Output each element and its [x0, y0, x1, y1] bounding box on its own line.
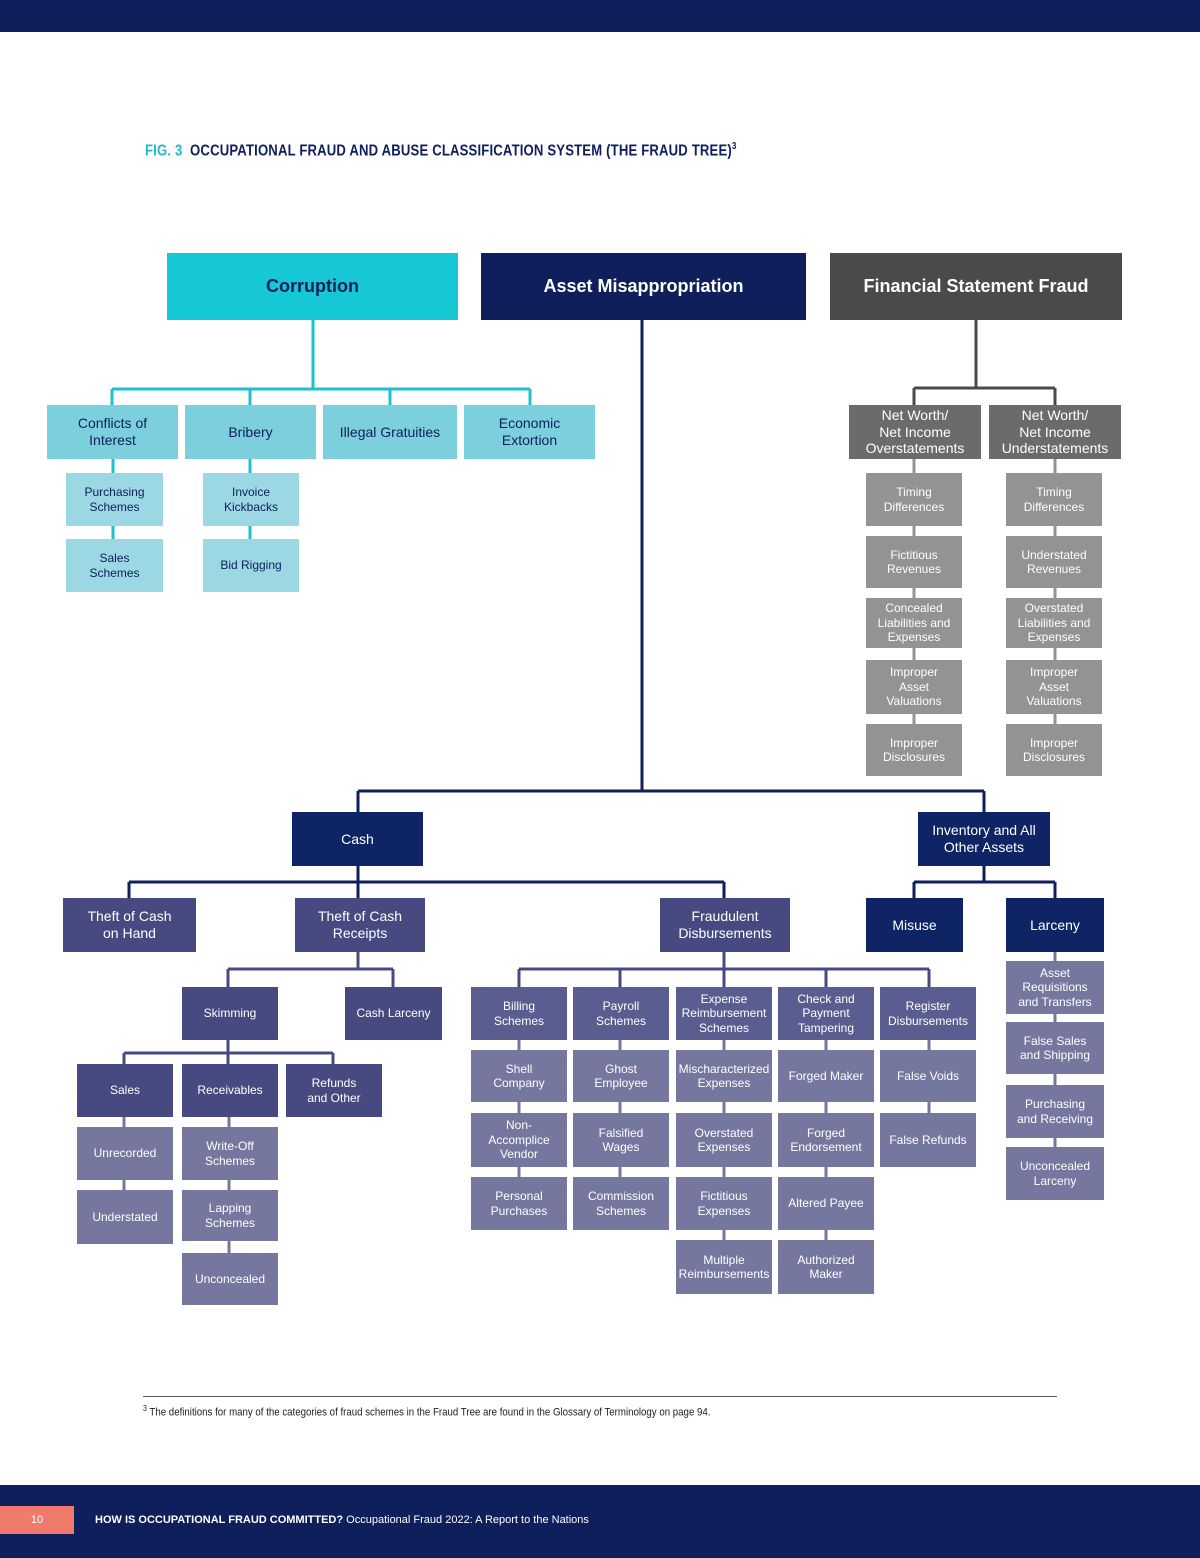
node-receivables: Receivables — [182, 1064, 278, 1117]
node-illegal-gratuities: Illegal Gratuities — [323, 405, 457, 459]
node-under-improper-asset-valuations: Improper Asset Valuations — [1006, 660, 1102, 714]
footnote: 3 The definitions for many of the catego… — [143, 1404, 710, 1419]
node-non-accomplice-vendor: Non- Accomplice Vendor — [471, 1113, 567, 1167]
page-number: 10 — [0, 1506, 74, 1534]
node-false-sales-and-shipping: False Sales and Shipping — [1006, 1022, 1104, 1074]
node-invoice-kickbacks: Invoice Kickbacks — [203, 473, 299, 526]
node-misuse: Misuse — [866, 898, 963, 952]
top-bar — [0, 0, 1200, 32]
node-purchasing-schemes: Purchasing Schemes — [66, 473, 163, 526]
category-financial-statement-fraud: Financial Statement Fraud — [830, 253, 1122, 320]
node-over-improper-disclosures: Improper Disclosures — [866, 724, 962, 776]
node-fictitious-expenses: Fictitious Expenses — [676, 1177, 772, 1230]
node-inventory-and-all-other-assets: Inventory and All Other Assets — [918, 812, 1050, 866]
node-over-improper-asset-valuations: Improper Asset Valuations — [866, 660, 962, 714]
node-bribery: Bribery — [185, 405, 316, 459]
node-multiple-reimbursements: Multiple Reimbursements — [676, 1240, 772, 1294]
node-false-refunds: False Refunds — [880, 1113, 976, 1167]
node-payroll-schemes: Payroll Schemes — [573, 987, 669, 1040]
node-lapping-schemes: Lapping Schemes — [182, 1190, 278, 1241]
node-overstated-liabilities: Overstated Liabilities and Expenses — [1006, 598, 1102, 648]
node-concealed-liabilities: Concealed Liabilities and Expenses — [866, 598, 962, 648]
footnote-divider — [143, 1396, 1057, 1397]
node-falsified-wages: Falsified Wages — [573, 1113, 669, 1167]
node-theft-of-cash-receipts: Theft of Cash Receipts — [295, 898, 425, 952]
node-under-improper-disclosures: Improper Disclosures — [1006, 724, 1102, 776]
node-understated-revenues: Understated Revenues — [1006, 536, 1102, 588]
figure-title-text: OCCUPATIONAL FRAUD AND ABUSE CLASSIFICAT… — [190, 142, 732, 160]
node-refunds-and-other: Refunds and Other — [286, 1064, 382, 1117]
node-over-timing-differences: Timing Differences — [866, 473, 962, 526]
node-bid-rigging: Bid Rigging — [203, 539, 299, 592]
node-larceny: Larceny — [1006, 898, 1104, 952]
node-net-income-understatements: Net Worth/ Net Income Understatements — [989, 405, 1121, 459]
node-commission-schemes: Commission Schemes — [573, 1177, 669, 1230]
node-sales-schemes: Sales Schemes — [66, 539, 163, 592]
node-conflicts-of-interest: Conflicts of Interest — [47, 405, 178, 459]
node-theft-of-cash-on-hand: Theft of Cash on Hand — [63, 898, 196, 952]
node-check-and-payment-tampering: Check and Payment Tampering — [778, 987, 874, 1040]
node-mischaracterized-expenses: Mischaracterized Expenses — [676, 1050, 772, 1102]
node-write-off-schemes: Write-Off Schemes — [182, 1127, 278, 1180]
node-overstated-expenses: Overstated Expenses — [676, 1113, 772, 1167]
footer-section: HOW IS OCCUPATIONAL FRAUD COMMITTED? — [95, 1514, 344, 1526]
node-authorized-maker: Authorized Maker — [778, 1240, 874, 1294]
node-forged-maker: Forged Maker — [778, 1050, 874, 1102]
node-sales: Sales — [77, 1064, 173, 1117]
node-shell-company: Shell Company — [471, 1050, 567, 1102]
node-false-voids: False Voids — [880, 1050, 976, 1102]
node-personal-purchases: Personal Purchases — [471, 1177, 567, 1230]
node-register-disbursements: Register Disbursements — [880, 987, 976, 1040]
footnote-number: 3 — [143, 1404, 147, 1413]
figure-footnote-ref: 3 — [731, 141, 737, 152]
figure-label: FIG. 3 — [145, 142, 183, 160]
node-cash-larceny: Cash Larceny — [345, 987, 442, 1040]
node-billing-schemes: Billing Schemes — [471, 987, 567, 1040]
footer-bar — [0, 1485, 1200, 1558]
node-purchasing-and-receiving: Purchasing and Receiving — [1006, 1085, 1104, 1138]
node-fictitious-revenues: Fictitious Revenues — [866, 536, 962, 588]
category-asset-misappropriation: Asset Misappropriation — [481, 253, 806, 320]
node-ghost-employee: Ghost Employee — [573, 1050, 669, 1102]
node-expense-reimbursement-schemes: Expense Reimbursement Schemes — [676, 987, 772, 1040]
node-economic-extortion: Economic Extortion — [464, 405, 595, 459]
node-net-income-overstatements: Net Worth/ Net Income Overstatements — [849, 405, 981, 459]
node-under-timing-differences: Timing Differences — [1006, 473, 1102, 526]
category-corruption: Corruption — [167, 253, 458, 320]
node-forged-endorsement: Forged Endorsement — [778, 1113, 874, 1167]
node-unconcealed: Unconcealed — [182, 1253, 278, 1305]
node-unconcealed-larceny: Unconcealed Larceny — [1006, 1147, 1104, 1200]
footer-text: HOW IS OCCUPATIONAL FRAUD COMMITTED? Occ… — [95, 1514, 589, 1526]
footer-report: Occupational Fraud 2022: A Report to the… — [346, 1514, 589, 1526]
node-cash: Cash — [292, 812, 423, 866]
node-understated: Understated — [77, 1190, 173, 1244]
node-skimming: Skimming — [182, 987, 278, 1040]
footnote-text: The definitions for many of the categori… — [149, 1406, 711, 1419]
node-altered-payee: Altered Payee — [778, 1177, 874, 1230]
node-unrecorded: Unrecorded — [77, 1127, 173, 1180]
node-asset-requisitions-and-transfers: Asset Requisitions and Transfers — [1006, 961, 1104, 1014]
node-fraudulent-disbursements: Fraudulent Disbursements — [660, 898, 790, 952]
figure-title: FIG. 3 OCCUPATIONAL FRAUD AND ABUSE CLAS… — [145, 141, 737, 160]
